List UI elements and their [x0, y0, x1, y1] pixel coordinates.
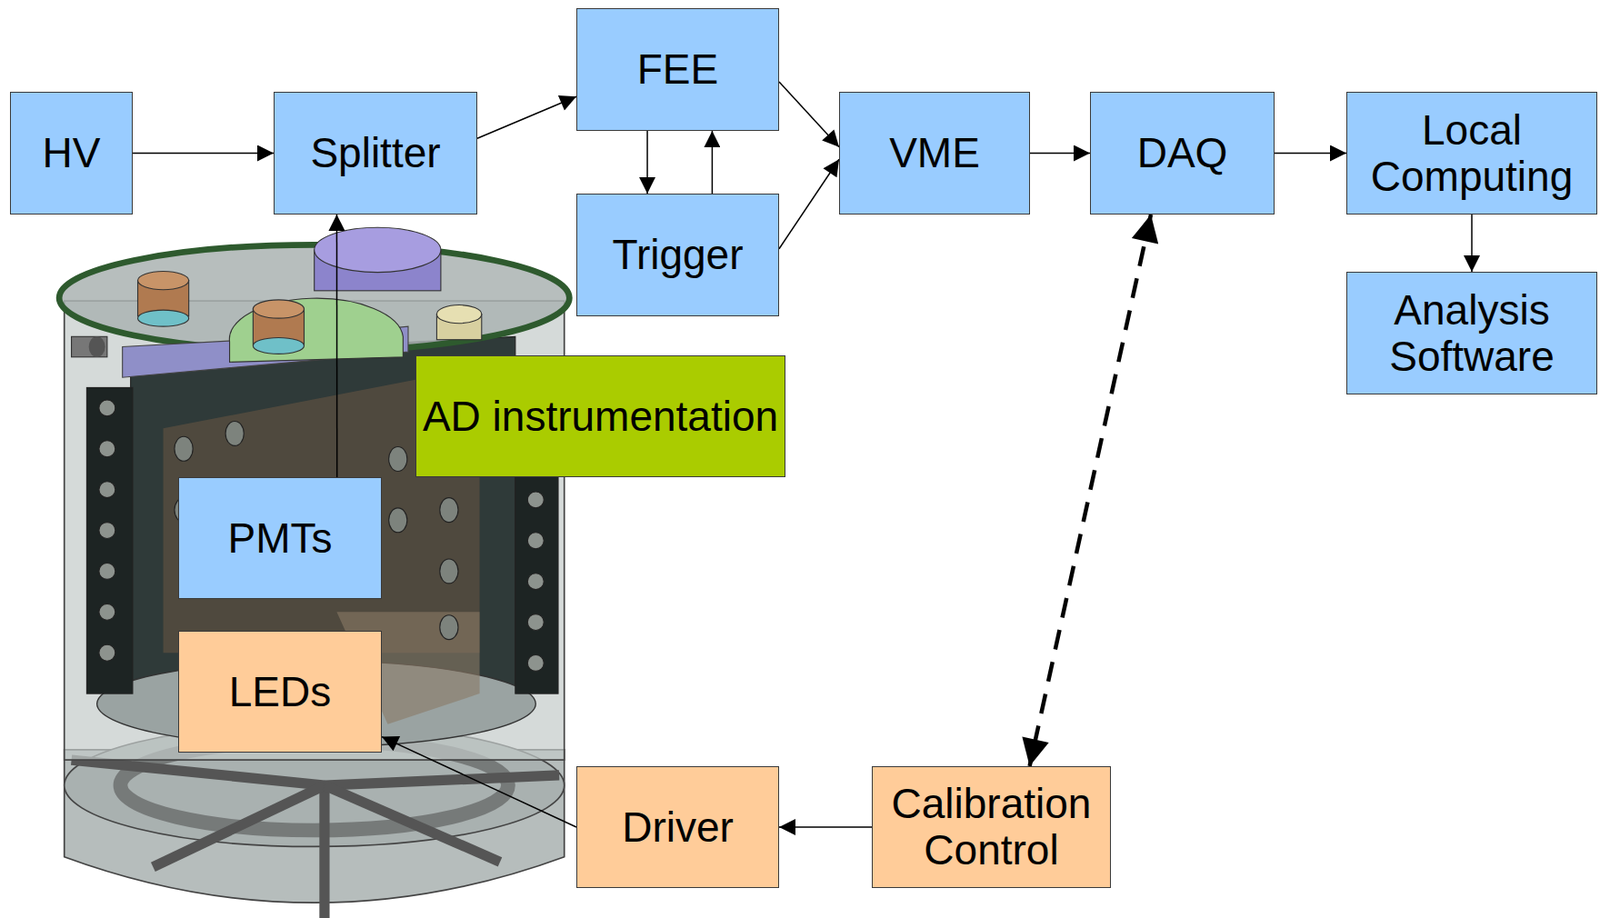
- arrow-connector: [477, 96, 577, 139]
- arrow-connector: [779, 81, 840, 148]
- box-label: Trigger: [612, 231, 744, 279]
- arrow-connector: [381, 737, 577, 828]
- daq-box: DAQ: [1090, 91, 1275, 215]
- box-label: AD instrumentation: [422, 393, 779, 440]
- software-box: Analysis Software: [1346, 271, 1598, 395]
- dashed-arrow: [1030, 214, 1151, 767]
- box-label: FEE: [637, 46, 719, 93]
- pmt-box: PMTs: [178, 477, 382, 600]
- arrow-connector: [132, 152, 274, 155]
- led-box: LEDs: [178, 630, 382, 753]
- box-label: HV: [42, 130, 101, 177]
- arrow-connector: [779, 826, 872, 829]
- splitter-box: Splitter: [273, 91, 478, 215]
- arrow-connector: [779, 159, 840, 250]
- box-label: Local Computing: [1353, 107, 1590, 200]
- box-label: LEDs: [229, 669, 331, 716]
- box-label: DAQ: [1137, 130, 1229, 177]
- fee-box: FEE: [576, 8, 780, 131]
- box-label: Analysis Software: [1353, 287, 1590, 380]
- arrow-connector: [1470, 214, 1473, 272]
- box-label: Driver: [621, 804, 734, 851]
- trigger-box: Trigger: [576, 193, 780, 317]
- hv-box: HV: [10, 91, 133, 215]
- arrow-connector: [1274, 152, 1347, 155]
- instrumentation-label-box: AD instrumentation: [415, 355, 786, 478]
- arrow-connector: [646, 130, 649, 194]
- box-label: Calibration Control: [879, 780, 1104, 873]
- arrow-connector: [1030, 152, 1090, 155]
- box-label: VME: [889, 130, 980, 177]
- driver-box: Driver: [576, 766, 780, 889]
- calibration-box: Calibration Control: [871, 766, 1111, 889]
- box-label: PMTs: [228, 515, 333, 562]
- box-label: Splitter: [310, 130, 440, 177]
- arrow-connector: [711, 130, 714, 194]
- arrow-connector: [336, 214, 339, 478]
- computing-box: Local Computing: [1346, 91, 1598, 215]
- vme-box: VME: [839, 91, 1030, 215]
